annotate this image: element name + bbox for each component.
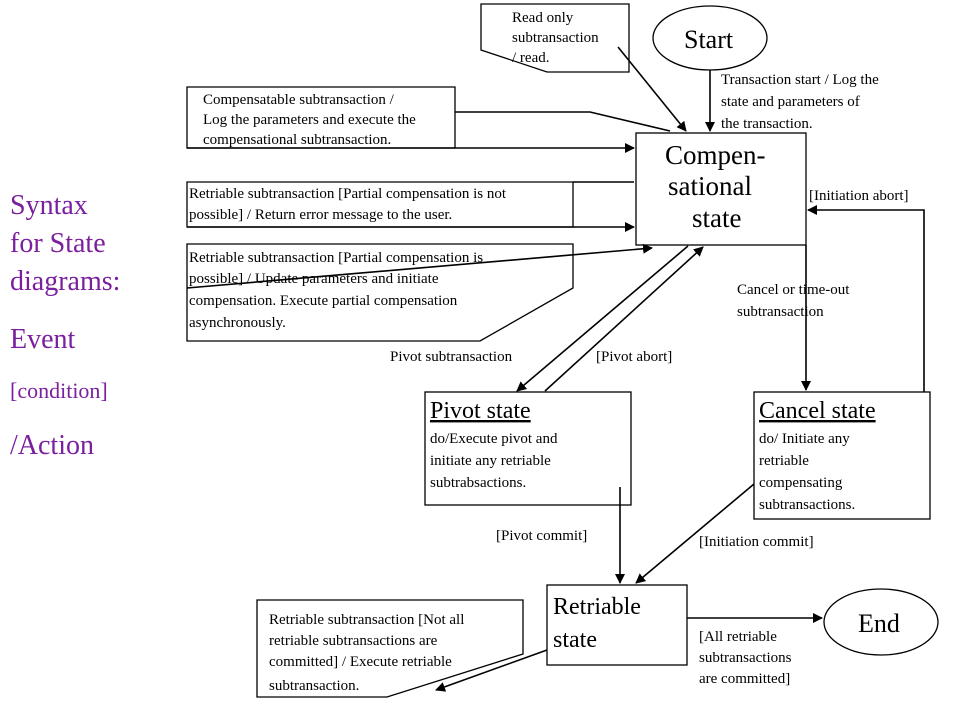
pivot-state-line-2: initiate any retriable: [430, 453, 551, 469]
arrow-read-only-self-loop: [617, 46, 687, 132]
note-not-possible-line-1: Retriable subtransaction [Partial compen…: [189, 186, 507, 202]
compensational-state: [635, 132, 807, 246]
note-not-all-line-3: committed] / Execute retriable: [269, 654, 452, 670]
label-pivot-subtransaction: Pivot subtransaction: [390, 349, 513, 365]
transaction-start-line-2: state and parameters of: [721, 94, 860, 110]
cancel-state-title: Cancel state: [759, 398, 876, 424]
pivot-state-line-3: subtrabsactions.: [430, 475, 526, 491]
note-not-all-line-2: retriable subtransactions are: [269, 633, 438, 649]
transaction-start-line-1: Transaction start / Log the: [721, 72, 879, 88]
note-read-only-shape: [480, 3, 630, 73]
note-possible-line-4: asynchronously.: [189, 315, 286, 331]
cancel-state: [753, 391, 931, 520]
arrow-initiation-abort: [807, 205, 925, 392]
legend-condition: [condition]: [10, 378, 108, 403]
legend-event: Event: [10, 324, 76, 355]
start-label: Start: [684, 25, 734, 54]
note-compensatable: Compensatable subtransaction / Log the p…: [203, 92, 416, 148]
compensational-label-line-3: state: [692, 203, 741, 233]
note-possible-shape: [186, 243, 574, 342]
note-read-only: Read only subtransaction / read.: [512, 10, 599, 66]
legend-action: /Action: [10, 430, 94, 461]
legend-title-line-1: Syntax: [10, 190, 88, 221]
retriable-label-line-1: Retriable: [553, 594, 641, 620]
note-compensatable-line-1: Compensatable subtransaction /: [203, 92, 395, 108]
arrow-retriable-self-loop: [435, 649, 548, 692]
arrow-retriable-possible: [186, 243, 653, 289]
end-state: [823, 588, 939, 656]
end-label: End: [858, 609, 900, 638]
line-compensatable-in: [455, 111, 671, 132]
note-read-only-line-3: / read.: [512, 50, 549, 66]
note-not-possible-line-2: possible] / Return error message to the …: [189, 207, 452, 223]
arrow-pivot-abort: [544, 246, 704, 392]
all-committed-line-2: subtransactions: [699, 650, 792, 666]
retriable-state: [546, 584, 688, 666]
label-all-committed: [All retriable subtransactions are commi…: [699, 629, 792, 687]
cancel-state-line-3: compensating: [759, 475, 843, 491]
label-pivot-abort: [Pivot abort]: [596, 349, 672, 365]
label-initiation-abort: [Initiation abort]: [809, 188, 909, 204]
compensational-label-line-2: sational: [668, 171, 752, 201]
all-committed-line-1: [All retriable: [699, 629, 777, 645]
label-cancel-timeout-line-1: Cancel or time-out: [737, 282, 850, 298]
cancel-state-line-4: subtransactions.: [759, 497, 855, 513]
cancel-state-line-1: do/ Initiate any: [759, 431, 850, 447]
label-pivot-commit: [Pivot commit]: [496, 528, 587, 544]
note-possible-line-3: compensation. Execute partial compensati…: [189, 293, 458, 309]
label-initiation-commit: [Initiation commit]: [699, 534, 814, 550]
note-retriable-not-all: Retriable subtransaction [Not all retria…: [269, 612, 464, 694]
arrow-pivot-subtransaction: [516, 245, 689, 392]
arrow-initiation-commit: [635, 483, 755, 584]
pivot-state-line-1: do/Execute pivot and: [430, 431, 558, 447]
note-read-only-line-1: Read only: [512, 10, 574, 26]
label-transaction-start: Transaction start / Log the state and pa…: [721, 72, 879, 132]
note-possible-line-1: Retriable subtransaction [Partial compen…: [189, 250, 483, 266]
legend-title-line-2: for State: [10, 228, 106, 259]
syntax-legend: Syntax for State diagrams: Event [condit…: [10, 190, 120, 461]
compensational-label-line-1: Compen-: [665, 140, 766, 170]
retriable-label-line-2: state: [553, 627, 597, 653]
note-compensatable-line-2: Log the parameters and execute the: [203, 112, 416, 128]
legend-title-line-3: diagrams:: [10, 266, 120, 297]
note-retriable-not-possible: Retriable subtransaction [Partial compen…: [189, 186, 507, 223]
note-read-only-line-2: subtransaction: [512, 30, 599, 46]
note-not-all-line-1: Retriable subtransaction [Not all: [269, 612, 464, 628]
pivot-state-title: Pivot state: [430, 398, 531, 424]
note-compensatable-line-3: compensational subtransaction.: [203, 132, 391, 148]
note-not-all-line-4: subtransaction.: [269, 678, 359, 694]
cancel-state-line-2: retriable: [759, 453, 809, 469]
transaction-start-line-3: the transaction.: [721, 116, 813, 132]
all-committed-line-3: are committed]: [699, 671, 790, 687]
note-not-all-shape: [256, 599, 524, 698]
pivot-state: [424, 391, 632, 506]
label-cancel-timeout-line-2: subtransaction: [737, 304, 824, 320]
